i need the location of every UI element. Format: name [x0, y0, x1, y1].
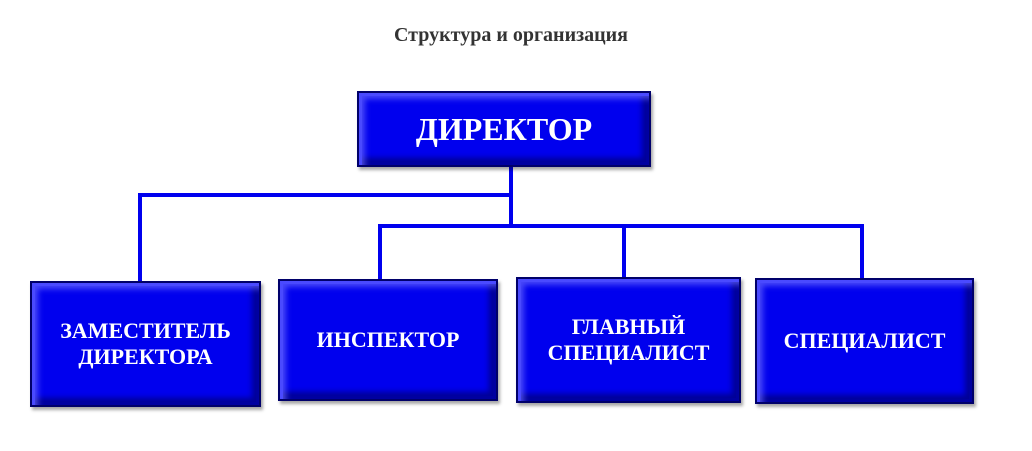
- diagram-title: Структура и организация: [394, 24, 628, 46]
- node-specialist-label: СПЕЦИАЛИСТ: [783, 327, 946, 353]
- node-deputy-label-line1: ЗАМЕСТИТЕЛЬ: [60, 317, 231, 343]
- node-director: ДИРЕКТОР: [357, 91, 651, 167]
- node-chief-label-line2: СПЕЦИАЛИСТ: [547, 340, 710, 365]
- node-specialist: СПЕЦИАЛИСТ: [755, 278, 974, 404]
- node-deputy-label-line2: ДИРЕКТОРА: [78, 344, 213, 369]
- node-director-label: ДИРЕКТОР: [415, 110, 593, 147]
- node-chief-label-line1: ГЛАВНЫЙ: [571, 313, 686, 339]
- node-inspector-label: ИНСПЕКТОР: [316, 326, 460, 352]
- node-inspector: ИНСПЕКТОР: [278, 279, 498, 401]
